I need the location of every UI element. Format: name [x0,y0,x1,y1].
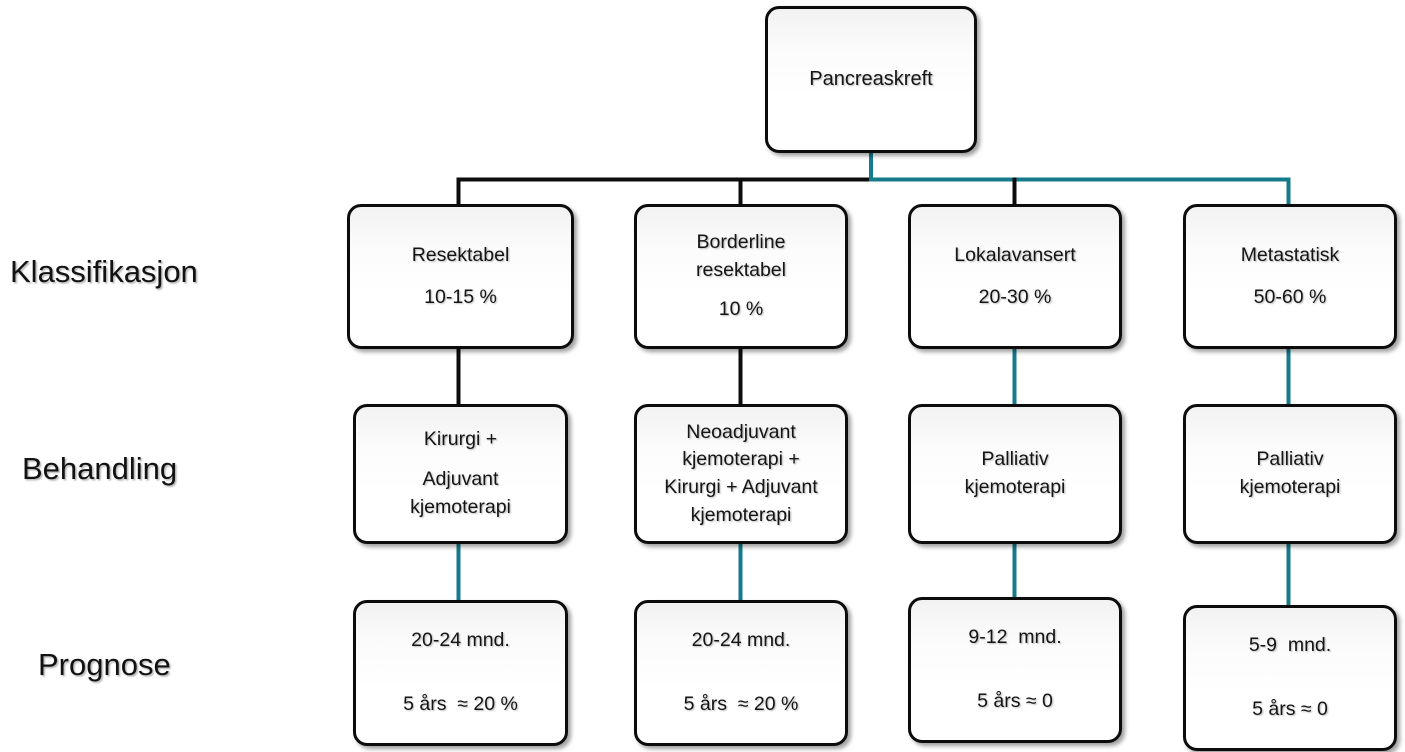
node-line: kjemoterapi [1239,476,1341,498]
node-klassifikasjon-metastatisk[interactable]: Metastatisk 50-60 % [1183,204,1397,349]
node-line: Adjuvant [422,468,499,491]
node-line: 50-60 % [1253,285,1327,308]
node-line: Kirurgi + [423,428,498,451]
node-line: 5-9 mnd. [1248,634,1332,657]
node-klassifikasjon-lokalavansert[interactable]: Lokalavansert 20-30 % [908,204,1122,349]
node-line: Neoadjuvant [686,420,796,443]
node-pancreaskreft[interactable]: Pancreaskreft [765,6,977,153]
node-klassifikasjon-borderline[interactable]: Borderline resektabel 10 % [634,204,848,349]
node-prognose-resektabel[interactable]: 20-24 mnd. 5 års ≈ 20 % [353,600,568,746]
node-line: kjemoterapi [410,495,511,518]
node-prognose-borderline[interactable]: 20-24 mnd. 5 års ≈ 20 % [634,600,848,746]
node-line: Kirurgi + Adjuvant [664,476,818,498]
node-line: 10 % [718,298,764,321]
node-line: Pancreaskreft [809,68,933,91]
row-label-prognose: Prognose [38,647,171,682]
node-line: 20-24 mnd. [411,629,510,652]
node-line: kjemoterapi + [682,448,800,471]
node-line: Lokalavansert [954,243,1076,266]
node-klassifikasjon-resektabel[interactable]: Resektabel 10-15 % [347,204,574,349]
row-label-klassifikasjon: Klassifikasjon [10,254,198,289]
node-line: resektabel [696,258,786,281]
node-line: Palliativ [981,448,1049,471]
node-line: kjemoterapi [690,503,792,526]
row-label-behandling: Behandling [22,451,178,486]
node-line: 5 års ≈ 0 [977,690,1053,712]
node-behandling-metastatisk[interactable]: Palliativ kjemoterapi [1183,404,1397,544]
node-line: Resektabel [411,243,510,266]
node-line: 10-15 % [424,285,497,308]
node-line: 5 års ≈ 20 % [403,693,518,715]
node-behandling-resektabel[interactable]: Kirurgi + Adjuvant kjemoterapi [353,404,568,544]
node-line: 20-24 mnd. [691,629,791,652]
node-line: 5 års ≈ 0 [1252,698,1328,720]
node-line: kjemoterapi [964,476,1066,498]
node-prognose-lokalavansert[interactable]: 9-12 mnd. 5 års ≈ 0 [908,597,1122,743]
node-line: Palliativ [1256,448,1324,471]
node-behandling-lokalavansert[interactable]: Palliativ kjemoterapi [908,404,1122,544]
node-line: Metastatisk [1240,243,1340,266]
node-line: 20-30 % [978,285,1052,308]
node-line: Borderline [696,230,786,253]
node-line: 5 års ≈ 20 % [683,693,799,715]
node-prognose-metastatisk[interactable]: 5-9 mnd. 5 års ≈ 0 [1183,605,1397,751]
node-behandling-borderline[interactable]: Neoadjuvant kjemoterapi + Kirurgi + Adju… [634,404,848,544]
node-line: 9-12 mnd. [968,626,1062,649]
